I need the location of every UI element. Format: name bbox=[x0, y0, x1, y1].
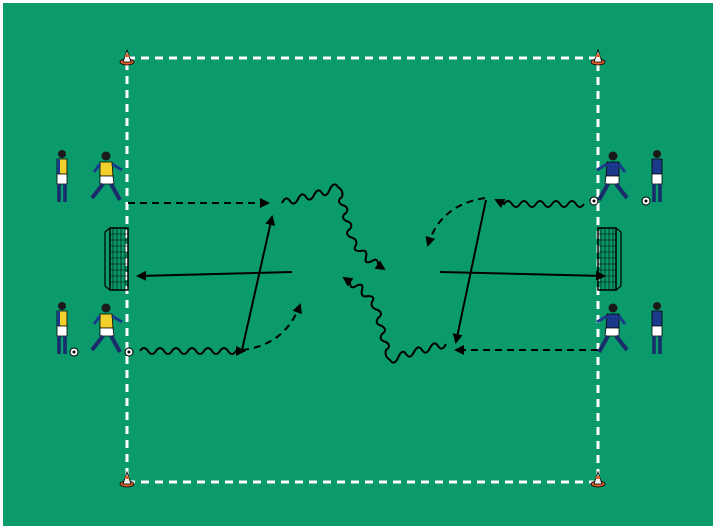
ball-left-bottom-player bbox=[125, 348, 133, 356]
ball-right-top-player bbox=[590, 197, 598, 205]
ball-right-top-waiting bbox=[642, 197, 650, 205]
ball-left-bottom-waiting bbox=[70, 348, 78, 356]
